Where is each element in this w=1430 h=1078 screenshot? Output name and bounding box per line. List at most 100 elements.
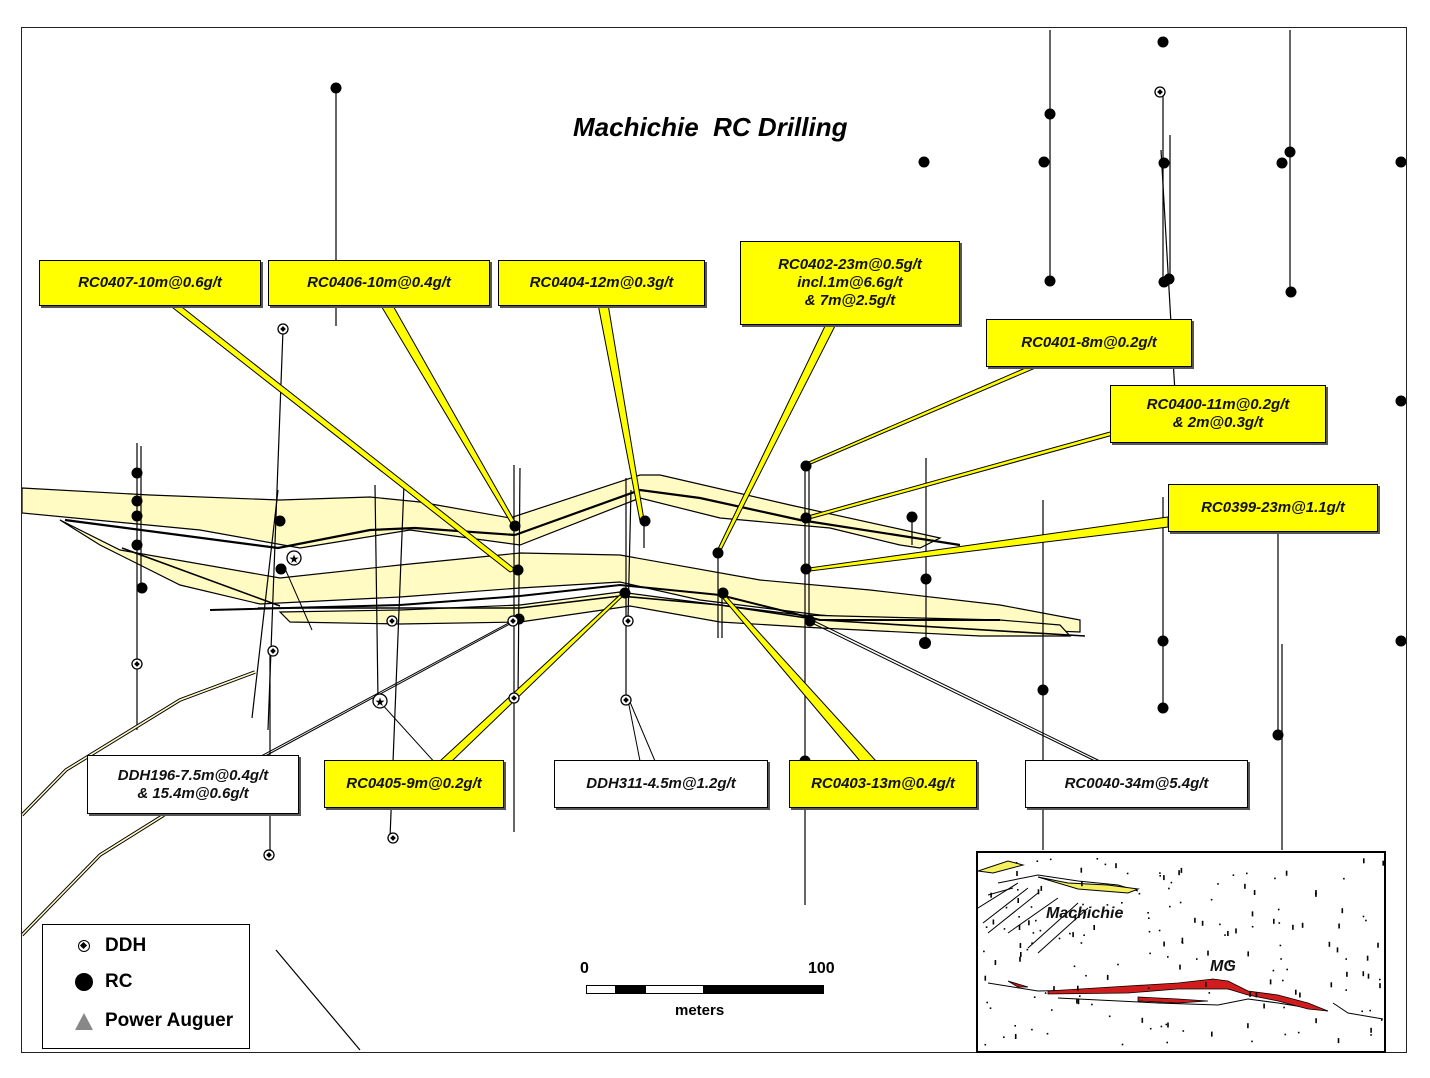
callout-line: DDH196-7.5m@0.4g/t xyxy=(117,766,269,784)
callout-rc0404: RC0404-12m@0.3g/t xyxy=(498,260,705,306)
inset-drill-dot xyxy=(990,892,992,898)
callout-line: RC0404-12m@0.3g/t xyxy=(529,274,674,291)
inset-drill-dot xyxy=(1020,952,1022,957)
inset-label-machichie: Machichie xyxy=(1046,905,1124,922)
rc-holes xyxy=(131,36,1407,767)
callout-rc0406: RC0406-10m@0.4g/t xyxy=(268,260,490,306)
inset-drill-dot xyxy=(1315,891,1317,897)
inset-drill-dot xyxy=(1046,1032,1049,1035)
structure-lines xyxy=(64,488,1086,637)
inset-drill-dot xyxy=(1328,941,1331,947)
callout-line: & 7m@2.5g/t xyxy=(804,292,896,309)
inset-drill-dot xyxy=(1181,937,1184,943)
inset-drill-dot xyxy=(1081,881,1083,887)
power-auguer-icon xyxy=(71,1012,97,1030)
inset-drill-dot xyxy=(1251,925,1254,928)
inset-map: Machichie MG xyxy=(976,851,1386,1053)
inset-drill-dot xyxy=(1167,1022,1169,1028)
inset-drill-dot xyxy=(1201,920,1204,926)
scale-unit-label: meters xyxy=(675,1002,725,1019)
inset-drill-dot xyxy=(1336,947,1339,953)
callout-rc0405: RC0405-9m@0.2g/t xyxy=(324,760,504,808)
inset-drill-dot xyxy=(1031,1028,1033,1031)
inset-drill-dot xyxy=(1255,992,1258,998)
inset-drill-dot xyxy=(1235,928,1237,934)
inset-drill-dot xyxy=(1211,1031,1213,1037)
inset-drill-dot xyxy=(1148,930,1151,933)
rc-icon xyxy=(71,973,97,991)
inset-drill-dot xyxy=(1196,958,1198,960)
inset-drill-dot xyxy=(1228,960,1231,966)
inset-drill-dot xyxy=(1286,968,1288,971)
inset-drill-dot xyxy=(1028,920,1030,926)
inset-drill-dot xyxy=(1382,860,1384,866)
inset-drill-dot xyxy=(1031,942,1033,944)
inset-drill-dot xyxy=(1280,958,1282,960)
callout-line: RC0401-8m@0.2g/t xyxy=(1021,334,1157,351)
ore-zone-middle xyxy=(59,519,1081,633)
inset-drill-dot xyxy=(1096,858,1099,860)
inset-drill-dot xyxy=(1167,956,1169,958)
callout-line: RC0040-34m@5.4g/t xyxy=(1064,775,1209,792)
inset-drill-dot xyxy=(1315,1018,1317,1024)
inset-drill-dot xyxy=(1370,1027,1372,1033)
legend: DDH RC Power Auguer xyxy=(42,924,250,1049)
inset-drill-dot xyxy=(1077,985,1079,991)
inset-drill-dot xyxy=(1085,974,1087,977)
inset-drill-dot xyxy=(1278,922,1281,924)
inset-drill-dot xyxy=(1247,951,1249,957)
inset-drill-dot xyxy=(1263,1003,1265,1009)
inset-drill-dot xyxy=(1369,1009,1371,1012)
inset-label-mg: MG xyxy=(1210,958,1236,975)
map-title: Machichie RC Drilling xyxy=(573,112,848,142)
scale-bar-segments xyxy=(586,985,824,994)
inset-drill-dot xyxy=(1036,860,1039,862)
inset-drill-dot xyxy=(1194,917,1196,923)
callout-rc0401: RC0401-8m@0.2g/t xyxy=(986,319,1192,367)
inset-drill-dot xyxy=(1158,929,1161,932)
inset-drill-dot xyxy=(1341,908,1344,914)
inset-drill-dot xyxy=(1283,1006,1285,1009)
legend-label: DDH xyxy=(105,935,147,956)
inset-drill-dot xyxy=(1121,902,1123,904)
callout-line: RC0407-10m@0.6g/t xyxy=(78,274,222,291)
inset-drill-dot xyxy=(1049,858,1052,861)
inset-drill-dot xyxy=(1039,929,1042,932)
inset-drill-dot xyxy=(1121,1043,1124,1046)
scale-start-label: 0 xyxy=(580,960,589,977)
inset-drill-dot xyxy=(1166,1041,1168,1044)
inset-drill-dot xyxy=(986,1001,988,1004)
inset-drill-dot xyxy=(1210,898,1213,901)
fault-lines xyxy=(20,670,361,1051)
inset-drill-dot xyxy=(1273,918,1275,924)
inset-drill-dot xyxy=(1285,870,1288,876)
scale-end-label: 100 xyxy=(808,960,835,977)
inset-drill-dot xyxy=(1138,892,1141,895)
inset-drill-dot xyxy=(1017,898,1019,903)
inset-drill-dot xyxy=(1080,867,1083,873)
inset-drill-dot xyxy=(994,960,997,965)
inset-drill-dot xyxy=(984,975,987,981)
legend-item-ddh: DDH xyxy=(71,935,146,957)
callout-line: RC0403-13m@0.4g/t xyxy=(811,775,955,792)
inset-drill-dot xyxy=(1365,919,1367,922)
inset-drill-dot xyxy=(1160,1025,1163,1028)
inset-drill-dot xyxy=(1093,925,1095,930)
inset-drill-dot xyxy=(1297,1031,1300,1034)
inset-drill-dot xyxy=(1295,989,1297,995)
inset-drill-dot xyxy=(1279,944,1282,947)
inset-drill-dot xyxy=(1205,981,1207,987)
callout-rc0040: RC0040-34m@5.4g/t xyxy=(1025,760,1248,808)
callout-line: & 2m@0.3g/t xyxy=(1172,414,1264,431)
callout-line: RC0406-10m@0.4g/t xyxy=(307,274,451,291)
inset-drill-dot xyxy=(1033,996,1036,998)
legend-item-power-auguer: Power Auguer xyxy=(71,1010,233,1032)
inset-drill-dot xyxy=(1337,1038,1340,1044)
inset-drill-dot xyxy=(1274,877,1276,880)
inset-drill-dot xyxy=(985,926,988,928)
inset-drill-dot xyxy=(1182,1030,1185,1032)
inset-drill-dot xyxy=(1253,890,1256,895)
inset-drill-dot xyxy=(992,919,995,925)
inset-drill-dot xyxy=(1363,858,1365,864)
inset-drill-dot xyxy=(989,1007,992,1009)
